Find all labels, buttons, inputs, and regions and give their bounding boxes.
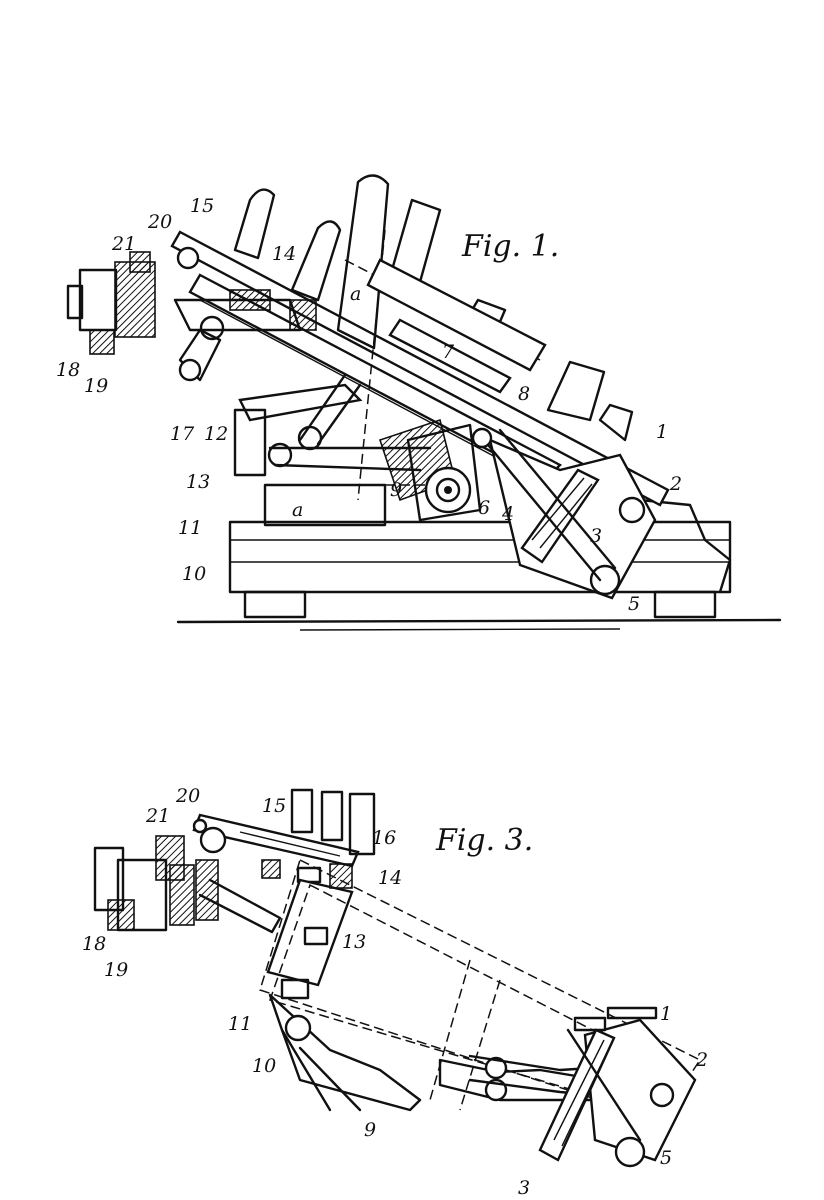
label: 15 (190, 195, 214, 217)
label: 3 (518, 1177, 530, 1199)
label: 7 (442, 341, 455, 363)
left-mechanism-fig3 (93, 818, 282, 934)
label: 15 (262, 795, 286, 817)
label: 8 (518, 383, 530, 405)
figure-1-title: Fig. 1. (461, 229, 559, 264)
label: 2 (669, 473, 682, 495)
label: 11 (178, 517, 202, 539)
label: 13 (186, 471, 210, 493)
label: 1 (656, 421, 668, 443)
ground-line (176, 618, 782, 624)
label: 10 (182, 563, 206, 585)
label: 18 (56, 359, 80, 381)
label: 11 (228, 1013, 252, 1035)
figure-1-labels: 15 20 21 14 a 7 8 1 2 3 4 5 6 9 10 11 12… (56, 195, 682, 615)
left-mechanism (66, 246, 317, 382)
label: 5 (628, 593, 640, 615)
upper-frame (366, 258, 547, 394)
label: 20 (175, 785, 200, 807)
figure-3-labels: 20 15 16 14 21 13 18 19 11 10 9 1 2 5 3 (82, 785, 708, 1199)
pulley (406, 423, 482, 522)
label: 19 (84, 375, 108, 397)
label: 20 (147, 211, 172, 233)
label: 9 (390, 479, 402, 501)
label: 19 (104, 959, 128, 981)
label: 21 (111, 233, 136, 255)
ground-shadow (299, 628, 621, 631)
label: 3 (590, 525, 602, 547)
label: 14 (378, 867, 402, 889)
label: 10 (252, 1055, 276, 1077)
label: 6 (478, 497, 490, 519)
label: 5 (660, 1147, 672, 1169)
label: 17 (170, 423, 195, 445)
label: 14 (272, 243, 296, 265)
label: 9 (364, 1119, 376, 1141)
figure-3: Fig. 3. 20 15 16 14 21 13 18 19 11 10 9 … (82, 785, 708, 1199)
label: 2 (695, 1049, 708, 1071)
machine-base (228, 483, 732, 619)
label: 12 (204, 423, 228, 445)
label: 13 (342, 931, 366, 953)
figure-1: Fig. 1. 15 20 21 14 a 7 8 1 2 3 4 5 6 9 … (56, 174, 782, 631)
label: 18 (82, 933, 106, 955)
figure-3-title: Fig. 3. (435, 823, 533, 858)
label: a (292, 499, 303, 521)
vertical-column (266, 863, 354, 1000)
label: a (350, 283, 361, 305)
label: 4 (501, 503, 514, 525)
right-bracket (471, 427, 657, 600)
label: 1 (660, 1003, 672, 1025)
label: 16 (372, 827, 396, 849)
right-bracket-fig3 (538, 1006, 697, 1168)
label: 21 (145, 805, 170, 827)
